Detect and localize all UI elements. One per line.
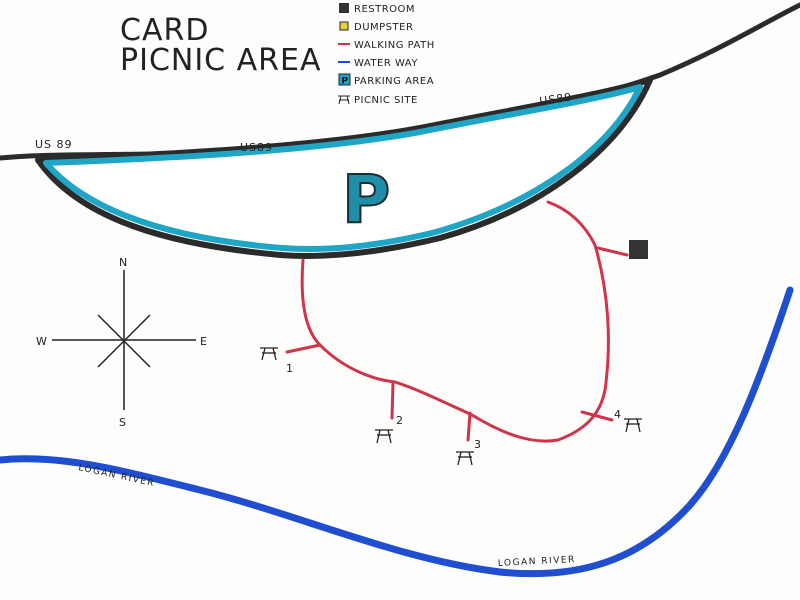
picnic-site-2: 2: [375, 414, 403, 444]
picnic-table-icon: [260, 347, 278, 361]
walking-path: [285, 200, 629, 443]
compass-north-label: N: [119, 256, 127, 269]
path-branch-site4: [580, 410, 614, 422]
map-title: CARD PICNIC AREA: [120, 13, 322, 78]
legend-dumpster-label: DUMPSTER: [354, 22, 413, 33]
logan-river: [0, 286, 794, 578]
path-branch-site2: [390, 380, 395, 420]
dumpster-legend-icon: [339, 21, 349, 31]
restroom-legend-icon: [339, 3, 349, 13]
legend-parking-label: PARKING AREA: [354, 76, 434, 87]
legend-path-label: WALKING PATH: [354, 40, 435, 51]
legend-restroom-label: RESTROOM: [354, 4, 415, 15]
river-label-2: LOGAN RIVER: [498, 555, 576, 569]
compass-west-label: W: [36, 335, 47, 348]
compass-south-label: S: [119, 416, 126, 429]
compass-diag-2: [97, 314, 151, 368]
picnic-table-icon: [375, 429, 393, 444]
picnic-table-icon: [456, 451, 474, 466]
path-branch-site3: [466, 411, 472, 442]
path-branch-restroom: [596, 246, 629, 257]
parking-legend-letter: P: [342, 77, 349, 87]
picnic-site-1: 1: [260, 347, 293, 375]
parking-outline-dark: [35, 77, 653, 260]
road-label-right: US89: [539, 91, 574, 108]
legend-picnic-label: PICNIC SITE: [354, 95, 418, 106]
legend: RESTROOM DUMPSTER WALKING PATH WATER WAY…: [338, 3, 435, 106]
picnic-site-number: 2: [396, 414, 403, 427]
title-line1: CARD: [120, 13, 209, 48]
picnic-site-number: 3: [474, 438, 481, 451]
picnic-table-legend-icon: [338, 95, 350, 105]
restroom-icon: [629, 240, 648, 259]
road-label-left: US 89: [35, 138, 73, 151]
compass-rose: [52, 270, 196, 410]
picnic-site-3: 3: [456, 438, 481, 466]
picnic-site-number: 4: [614, 408, 621, 421]
picnic-table-icon: [624, 418, 642, 433]
picnic-site-number: 1: [286, 362, 293, 375]
compass-east-label: E: [200, 335, 207, 348]
parking-area: P: [35, 77, 653, 260]
road-label-mid: US89: [240, 141, 273, 154]
picnic-site-4: 4: [614, 408, 642, 433]
main-path-loop: [300, 200, 610, 443]
title-line2: PICNIC AREA: [120, 43, 322, 78]
parking-outline: [43, 84, 643, 253]
path-branch-site1: [285, 343, 322, 354]
parking-letter: P: [342, 161, 390, 238]
legend-water-label: WATER WAY: [354, 58, 418, 69]
parking-legend-icon: [338, 73, 351, 86]
